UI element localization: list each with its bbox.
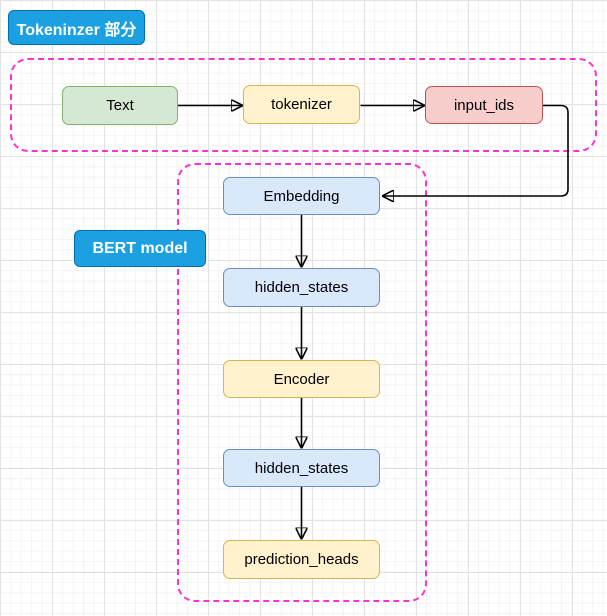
node-tokenizer[interactable]: tokenizer <box>243 85 360 124</box>
tokenizer-section-container[interactable] <box>10 58 597 152</box>
node-prediction-heads[interactable]: prediction_heads <box>223 540 380 579</box>
node-encoder[interactable]: Encoder <box>223 360 380 398</box>
tokenizer-section-label[interactable]: Tokeninzer 部分 <box>8 10 145 45</box>
bert-model-container[interactable] <box>177 163 427 602</box>
bert-model-label[interactable]: BERT model <box>74 230 206 267</box>
node-hidden-states-1[interactable]: hidden_states <box>223 268 380 307</box>
node-embedding[interactable]: Embedding <box>223 177 380 215</box>
node-input-ids[interactable]: input_ids <box>425 86 543 124</box>
node-hidden-states-2[interactable]: hidden_states <box>223 449 380 487</box>
node-text[interactable]: Text <box>62 86 178 125</box>
